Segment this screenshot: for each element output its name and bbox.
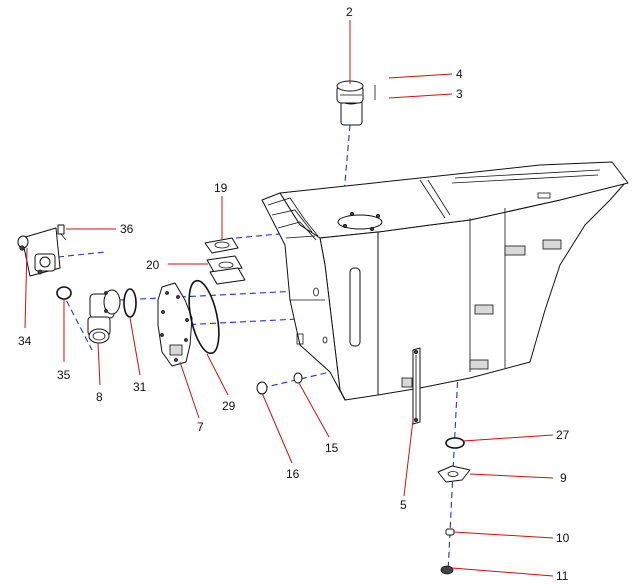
callout-20: 20 bbox=[146, 258, 160, 272]
part-7-cover-plate bbox=[157, 282, 193, 367]
callout-5: 5 bbox=[400, 498, 407, 512]
callout-34: 34 bbox=[18, 334, 32, 348]
callout-16: 16 bbox=[286, 467, 300, 481]
part-35-o-ring bbox=[56, 286, 72, 300]
callout-19: 19 bbox=[214, 181, 228, 195]
callout-11: 11 bbox=[556, 569, 569, 583]
part-27-seal-ring bbox=[445, 437, 465, 449]
callout-29: 29 bbox=[222, 399, 236, 413]
callout-15: 15 bbox=[325, 441, 339, 455]
part-10-washer bbox=[445, 528, 455, 536]
callout-36: 36 bbox=[120, 222, 134, 236]
part-29-large-gasket bbox=[188, 279, 220, 355]
callout-31: 31 bbox=[133, 380, 147, 394]
callout-2: 2 bbox=[346, 5, 353, 19]
leader-lines bbox=[24, 20, 554, 577]
part-31-gasket bbox=[123, 288, 137, 318]
callout-35: 35 bbox=[57, 368, 71, 382]
callout-3: 3 bbox=[456, 87, 463, 101]
tank-body bbox=[261, 161, 629, 401]
callout-9: 9 bbox=[560, 471, 567, 485]
part-2-filler-breather bbox=[336, 80, 376, 126]
part-20-clamp-plate bbox=[206, 255, 246, 285]
callout-10: 10 bbox=[556, 531, 570, 545]
callout-7: 7 bbox=[197, 420, 204, 434]
part-19-clamp-plate bbox=[204, 237, 239, 254]
callout-8: 8 bbox=[96, 390, 103, 404]
callout-labels: 2 4 3 36 19 20 34 35 8 31 7 29 16 15 5 2… bbox=[18, 5, 570, 583]
part-8-elbow-fitting bbox=[87, 289, 121, 344]
part-36-screw bbox=[57, 224, 67, 241]
part-15-plug bbox=[293, 372, 303, 384]
callout-27: 27 bbox=[556, 428, 570, 442]
part-16-drain-plug bbox=[256, 381, 268, 395]
part-9-flange bbox=[437, 465, 471, 483]
part-34-gauge-unit bbox=[17, 227, 61, 277]
callout-4: 4 bbox=[456, 67, 463, 81]
part-5-sight-glass bbox=[412, 347, 421, 425]
part-11-drain-bolt bbox=[440, 565, 454, 575]
